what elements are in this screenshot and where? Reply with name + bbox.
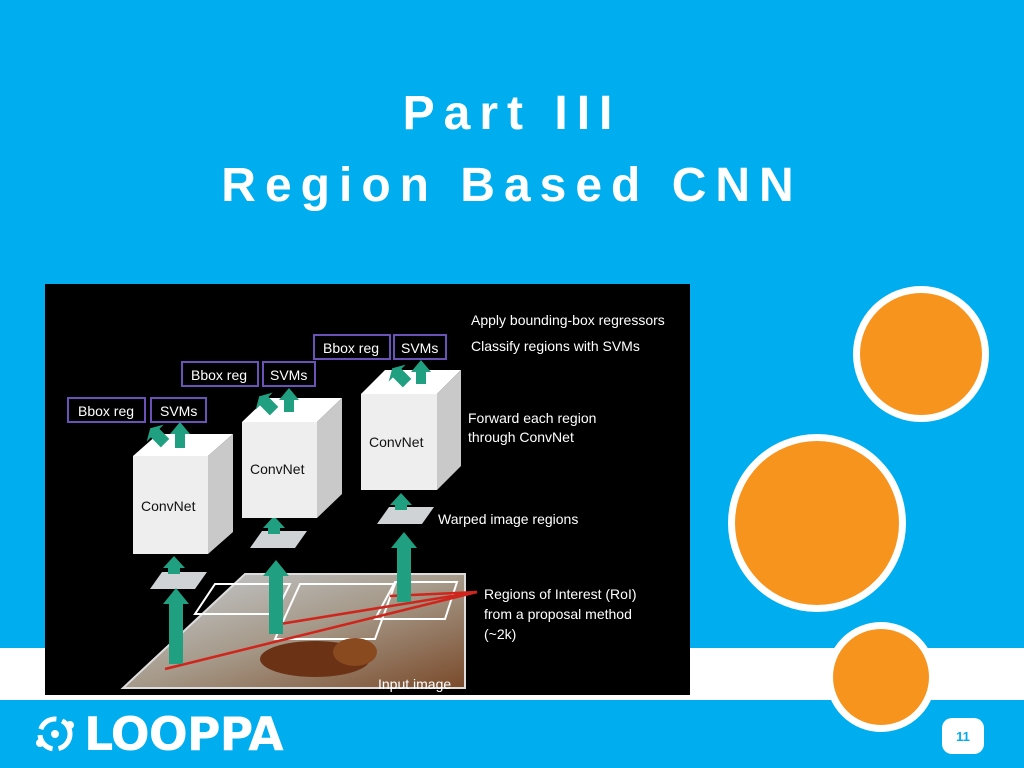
- roi-pointer-2: [279, 590, 478, 626]
- warped-region-1: [150, 572, 207, 589]
- convnet-cube-1: [133, 434, 233, 554]
- svms-label-2: SVMs: [270, 367, 307, 383]
- label-roi-line2: from a proposal method: [484, 606, 632, 622]
- label-roi-line3: (~2k): [484, 626, 516, 642]
- label-apply-bbox: Apply bounding-box regressors: [471, 312, 665, 328]
- warped-region-3: [377, 507, 434, 524]
- convnet-label-1: ConvNet: [141, 498, 196, 514]
- svms-box-3: [393, 334, 447, 360]
- looppa-logo: LOOPPA: [32, 707, 284, 761]
- convnet-label-2: ConvNet: [250, 461, 305, 477]
- bbox-reg-label-3: Bbox reg: [323, 340, 379, 356]
- decorative-circle-top: [853, 286, 989, 422]
- svms-label-3: SVMs: [401, 340, 438, 356]
- horse-head-shape: [333, 638, 377, 666]
- label-classify: Classify regions with SVMs: [471, 338, 640, 354]
- decorative-circle-middle: [728, 434, 906, 612]
- rcnn-diagram-svg: ConvNet ConvNet ConvNet Bbox reg SVMs Bb…: [67, 312, 665, 692]
- convnet-cube-2: [242, 398, 342, 518]
- bbox-reg-box-1: [67, 397, 146, 423]
- svms-box-1: [150, 397, 207, 423]
- convnet-label-3: ConvNet: [369, 434, 424, 450]
- rcnn-pipeline-figure: ConvNet ConvNet ConvNet Bbox reg SVMs Bb…: [45, 284, 690, 695]
- svms-label-1: SVMs: [160, 403, 197, 419]
- bbox-reg-box-3: [313, 334, 391, 360]
- label-forward-line2: through ConvNet: [468, 429, 574, 445]
- label-input-image: Input image: [378, 676, 451, 692]
- arrow-group-warped-to-convnet: [163, 493, 412, 574]
- bbox-reg-box-2: [181, 361, 259, 387]
- logo-text: LOOPPA: [84, 707, 284, 761]
- svms-box-2: [262, 361, 316, 387]
- slide-title-line2: Region Based CNN: [221, 159, 803, 212]
- label-forward-line1: Forward each region: [468, 410, 596, 426]
- warped-region-2: [250, 531, 307, 548]
- slide-title-line1: Part III: [402, 87, 622, 140]
- arrow-group-convnet-to-outputs: [146, 360, 431, 448]
- page-number-badge: 11: [942, 718, 984, 754]
- bbox-reg-label-2: Bbox reg: [191, 367, 247, 383]
- convnet-cube-3: [361, 370, 461, 490]
- label-roi-line1: Regions of Interest (RoI): [484, 586, 637, 602]
- roi-box-1: [193, 583, 292, 615]
- bbox-reg-label-1: Bbox reg: [78, 403, 134, 419]
- label-warped-regions: Warped image regions: [438, 511, 578, 527]
- roi-pointer-1: [164, 590, 478, 671]
- decorative-circle-bottom: [826, 622, 936, 732]
- logo-ring-icon: [36, 716, 74, 752]
- arrow-group-image-to-warped: [163, 532, 417, 664]
- roi-box-3: [373, 581, 459, 620]
